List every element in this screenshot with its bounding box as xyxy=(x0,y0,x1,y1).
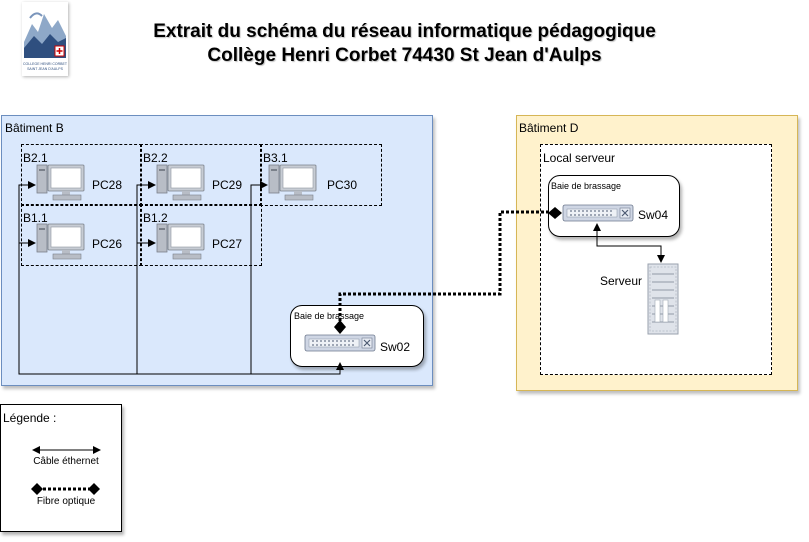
switch-sw04-icon xyxy=(562,204,634,222)
legend-box xyxy=(0,404,122,532)
server-label: Serveur xyxy=(600,274,643,288)
room-b12-label: B1.2 xyxy=(143,211,168,225)
ethernet-cable-pc28 xyxy=(18,181,341,375)
fiber-end-sw02-icon xyxy=(334,320,346,334)
server-icon xyxy=(647,263,679,335)
switch-sw04-label: Sw04 xyxy=(638,208,669,222)
room-b22 xyxy=(140,144,262,206)
pc30-label: PC30 xyxy=(327,178,358,192)
pc27-icon xyxy=(156,223,205,260)
building-b-label: Bâtiment B xyxy=(5,121,64,135)
room-b11 xyxy=(21,204,142,266)
building-d-label: Bâtiment D xyxy=(519,121,579,135)
diagram-title-line2: Collège Henri Corbet 74430 St Jean d'Aul… xyxy=(207,45,602,66)
pc26-label: PC26 xyxy=(92,237,123,251)
diagram-title-line1: Extrait du schéma du réseau informatique… xyxy=(153,21,656,42)
logo-text-1: COLLEGE HENRI CORBET xyxy=(23,62,67,66)
pc29-label: PC29 xyxy=(212,178,243,192)
legend-fiber-label: Fibre optique xyxy=(36,496,96,507)
pc30-icon xyxy=(268,164,317,201)
room-b11-label: B1.1 xyxy=(23,211,48,225)
legend-ethernet-label: Câble éthernet xyxy=(33,456,99,467)
switch-sw02-label: Sw02 xyxy=(380,340,411,354)
rack-d-label: Baie de brassage xyxy=(551,181,622,191)
ethernet-cable-pc30 xyxy=(250,181,268,374)
logo-text-2: SAINT JEAN D'AULPS xyxy=(27,67,63,71)
mountain-logo-icon xyxy=(24,12,66,58)
building-b xyxy=(1,115,433,386)
school-logo: COLLEGE HENRI CORBET SAINT JEAN D'AULPS xyxy=(22,2,68,76)
rack-b-label: Baie de brassage xyxy=(294,311,365,321)
pc28-icon xyxy=(36,164,85,201)
fiber-optic-link xyxy=(338,210,553,326)
pc27-label: PC27 xyxy=(212,237,243,251)
room-b31-label: B3.1 xyxy=(263,151,288,165)
room-b12 xyxy=(140,204,262,266)
pc26-icon xyxy=(36,223,85,260)
pc29-icon xyxy=(156,164,205,201)
fiber-end-sw04-icon xyxy=(548,207,562,219)
pc28-label: PC28 xyxy=(92,178,123,192)
ethernet-cable-server xyxy=(593,223,665,263)
room-local-serveur-label: Local serveur xyxy=(543,151,616,165)
room-b21 xyxy=(21,144,142,206)
room-b22-label: B2.2 xyxy=(143,151,168,165)
switch-sw02-icon xyxy=(304,334,376,352)
legend-title: Légende : xyxy=(3,411,57,425)
room-b31 xyxy=(260,144,382,206)
room-b21-label: B2.1 xyxy=(23,151,48,165)
ethernet-cable-pc29 xyxy=(136,181,156,374)
legend-symbols xyxy=(31,446,101,495)
